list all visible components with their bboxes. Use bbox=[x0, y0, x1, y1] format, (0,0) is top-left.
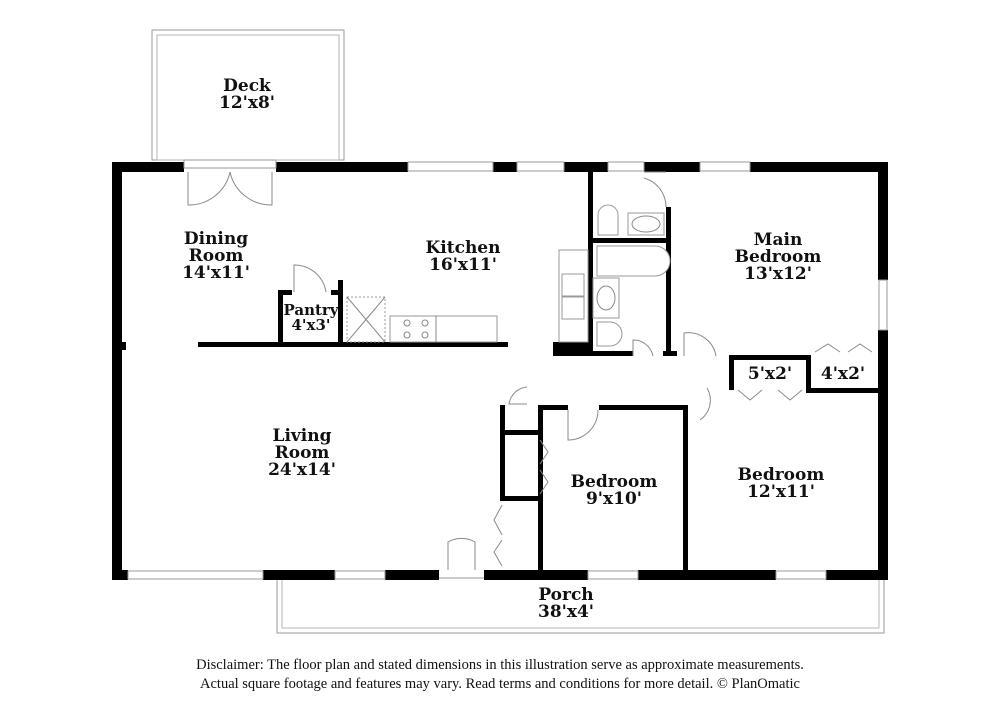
room-label-deck: Deck 12'x8' bbox=[219, 78, 275, 112]
deck-double-door bbox=[183, 159, 277, 206]
room-name-line1: Dining bbox=[183, 229, 249, 249]
room-name: Porch bbox=[538, 585, 594, 605]
room-dimensions: 12'x8' bbox=[218, 93, 276, 113]
room-dimensions: 13'x12' bbox=[744, 264, 812, 284]
room-name: Kitchen bbox=[425, 238, 501, 258]
room-name-line2: Room bbox=[188, 246, 244, 266]
room-name-line2: Bedroom bbox=[734, 247, 822, 267]
room-label-bedroom-2: Bedroom 9'x10' bbox=[571, 474, 658, 508]
disclaimer: Disclaimer: The floor plan and stated di… bbox=[0, 656, 1000, 694]
bathroom-fixtures bbox=[592, 204, 671, 347]
room-dimensions: 12'x11' bbox=[747, 482, 815, 502]
kitchen-fixtures bbox=[346, 249, 589, 343]
room-label-bedroom-3: Bedroom 12'x11' bbox=[738, 467, 825, 501]
room-label-dining-room: Dining Room 14'x11' bbox=[182, 231, 250, 282]
room-dimensions: 38'x4' bbox=[537, 602, 595, 622]
room-name: Bedroom bbox=[570, 472, 658, 492]
room-label-main-bedroom: Main Bedroom 13'x12' bbox=[735, 232, 822, 283]
room-name-line1: Living bbox=[272, 426, 332, 446]
windows bbox=[127, 161, 888, 580]
room-name: Bedroom bbox=[737, 465, 825, 485]
room-dimensions: 4'x2' bbox=[820, 364, 866, 384]
room-dimensions: 9'x10' bbox=[585, 489, 643, 509]
exterior-walls bbox=[112, 162, 888, 580]
disclaimer-line-2: Actual square footage and features may v… bbox=[200, 676, 800, 692]
room-label-kitchen: Kitchen 16'x11' bbox=[426, 240, 501, 274]
interior-walls bbox=[198, 172, 878, 575]
room-dimensions: 4'x3' bbox=[291, 316, 331, 334]
room-label-porch: Porch 38'x4' bbox=[538, 587, 594, 621]
room-label-closet-4x2: 4'x2' bbox=[821, 366, 865, 383]
room-dimensions: 14'x11' bbox=[182, 263, 250, 283]
room-name: Deck bbox=[223, 76, 271, 96]
room-label-pantry: Pantry 4'x3' bbox=[283, 303, 338, 333]
room-dimensions: 16'x11' bbox=[429, 255, 497, 275]
room-name-line2: Room bbox=[274, 443, 330, 463]
room-dimensions: 24'x14' bbox=[268, 460, 336, 480]
disclaimer-line-1: Disclaimer: The floor plan and stated di… bbox=[196, 657, 804, 673]
room-name-line1: Main bbox=[753, 230, 803, 250]
room-dimensions: 5'x2' bbox=[747, 364, 793, 384]
room-label-living-room: Living Room 24'x14' bbox=[268, 428, 336, 479]
doors bbox=[293, 171, 873, 570]
room-label-closet-5x2: 5'x2' bbox=[748, 366, 792, 383]
room-name: Pantry bbox=[283, 301, 339, 319]
